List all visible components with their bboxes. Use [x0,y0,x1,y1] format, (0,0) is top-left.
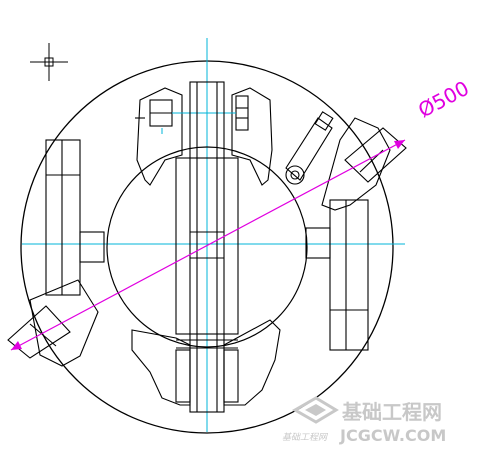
watermark-signature: 基础工程网 [282,432,328,443]
pipe-circle [106,146,308,348]
watermark: 基础工程网 JCGCW.COM 基础工程网 [282,396,446,445]
center-lines [22,38,405,432]
hinge-link [285,111,334,185]
center-plate [175,81,239,413]
upper-right-arm [321,117,407,211]
dimension-label: Ø500 [414,76,473,123]
right-jaw [305,199,369,351]
watermark-site: JCGCW.COM [339,426,446,445]
left-jaw [45,139,105,296]
upper-bolt [149,95,249,131]
watermark-title: 基础工程网 [342,400,442,424]
upper-clamp-body [135,87,273,186]
jcgcw-diamond-logo-icon [291,396,339,424]
lower-left-arm [7,279,99,367]
lower-clamp-body [131,319,281,406]
crosshair-cursor-icon [30,43,68,81]
